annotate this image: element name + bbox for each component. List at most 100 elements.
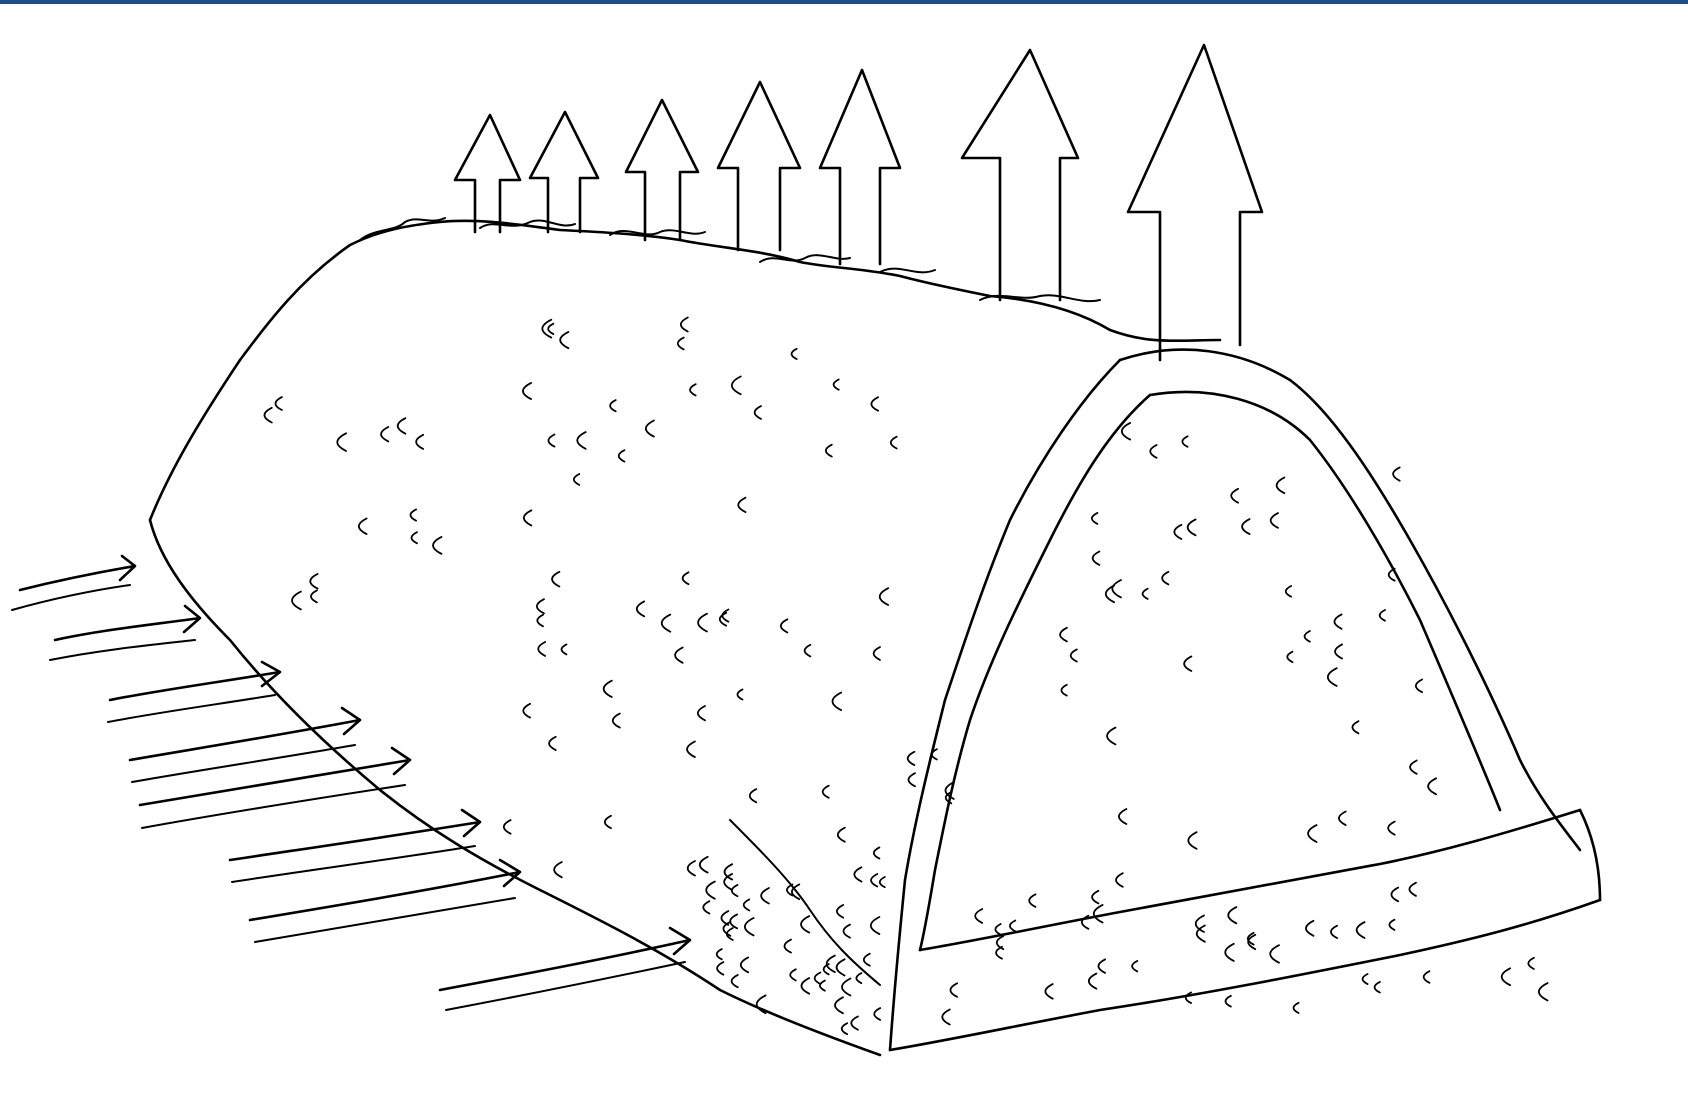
texture-speck	[1060, 683, 1068, 697]
texture-speck	[1361, 973, 1369, 985]
texture-speck	[850, 1015, 859, 1031]
texture-speck	[686, 740, 696, 758]
texture-speck	[779, 618, 789, 634]
texture-speck	[725, 927, 734, 941]
texture-speck	[974, 908, 984, 924]
texture-speck	[1414, 678, 1423, 694]
texture-speck	[824, 443, 833, 458]
top-color-band	[0, 0, 1688, 4]
texture-speck	[676, 336, 685, 351]
texture-speck	[1141, 587, 1149, 600]
texture-speck	[274, 396, 283, 411]
texture-speck	[698, 855, 709, 874]
texture-speck	[889, 435, 898, 450]
texture-speck	[1409, 759, 1418, 775]
inflow-arrow	[49, 604, 202, 661]
texture-speck	[1500, 967, 1512, 987]
texture-speck	[263, 406, 273, 424]
texture-speck	[696, 705, 706, 722]
texture-speck	[1173, 523, 1183, 540]
texture-speck	[842, 923, 851, 939]
texture-speck	[1387, 567, 1396, 582]
texture-speck	[1224, 994, 1232, 1008]
texture-speck	[547, 433, 556, 448]
texture-speck	[1333, 613, 1343, 630]
texture-speck	[841, 977, 852, 997]
texture-speck	[380, 426, 390, 443]
texture-speck	[553, 861, 563, 879]
texture-speck	[1195, 924, 1206, 943]
texture-speck	[835, 958, 846, 977]
texture-speck	[944, 781, 955, 800]
texture-speck	[813, 971, 822, 985]
texture-speck	[602, 679, 613, 698]
texture-speck	[718, 611, 728, 627]
texture-speck	[1527, 956, 1535, 970]
texture-speck	[1373, 981, 1381, 994]
texture-speck	[723, 863, 734, 881]
texture-speck	[409, 508, 417, 522]
texture-speck	[730, 974, 739, 989]
texture-speck	[309, 573, 319, 590]
texture-speck	[1184, 991, 1192, 1004]
texture-speck	[1305, 919, 1315, 937]
texture-speck	[853, 866, 863, 883]
texture-speck	[723, 873, 733, 891]
texture-speck	[822, 963, 830, 976]
texture-speck	[1422, 970, 1431, 984]
texture-speck	[744, 917, 755, 937]
texture-speck	[722, 920, 732, 937]
texture-speck	[1326, 667, 1338, 687]
texture-speck	[686, 860, 696, 877]
texture-speck	[1338, 810, 1347, 826]
inflow-arrow	[128, 706, 362, 783]
texture-speck	[834, 996, 844, 1015]
texture-speck	[1090, 512, 1099, 525]
texture-speck	[944, 791, 953, 805]
texture-speck	[537, 641, 547, 657]
texture-speck	[1388, 918, 1396, 931]
texture-speck	[609, 399, 617, 413]
texture-speck	[869, 916, 881, 935]
texture-speck	[1186, 518, 1197, 537]
texture-speck	[522, 509, 533, 527]
texture-speck	[1408, 881, 1417, 897]
texture-speck	[535, 598, 545, 615]
texture-speck	[603, 814, 612, 830]
texture-speck	[396, 417, 407, 435]
texture-speck	[878, 876, 886, 889]
texture-speck	[715, 948, 723, 961]
texture-speck	[547, 322, 555, 335]
texture-speck	[674, 646, 684, 664]
texture-speck	[1187, 831, 1198, 850]
texture-speck	[689, 383, 697, 397]
inflow-arrow	[107, 660, 282, 723]
pile-end-face	[888, 348, 1602, 1052]
texture-speck	[560, 643, 568, 656]
texture-speck	[736, 688, 744, 701]
texture-speck	[1269, 944, 1280, 964]
texture-speck	[1392, 466, 1401, 482]
texture-speck	[729, 913, 738, 930]
texture-speck	[576, 431, 587, 450]
texture-speck	[907, 772, 916, 788]
texture-speck	[1307, 824, 1318, 843]
texture-speck	[1427, 777, 1437, 796]
texture-speck	[1275, 476, 1286, 495]
outflow-arrow	[818, 68, 902, 266]
texture-speck	[1246, 931, 1255, 946]
texture-speck	[1097, 958, 1106, 974]
texture-speck	[748, 788, 758, 804]
texture-speck	[730, 375, 742, 396]
texture-speck	[1044, 983, 1054, 1000]
texture-speck	[541, 318, 553, 339]
texture-speck	[800, 977, 811, 995]
texture-speck	[697, 612, 708, 633]
texture-speck	[310, 589, 318, 604]
inflow-arrow	[248, 858, 522, 943]
texture-speck	[1224, 942, 1235, 962]
texture-speck	[559, 331, 570, 350]
texture-speck	[1111, 579, 1122, 599]
texture-speck	[1161, 570, 1170, 586]
